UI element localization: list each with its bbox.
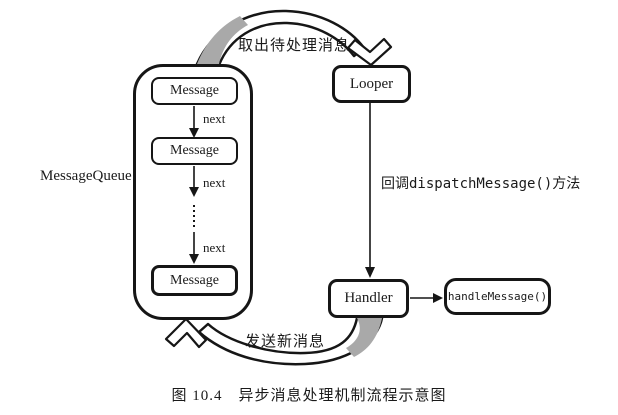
top-arc-label: 取出待处理消息 bbox=[238, 38, 351, 54]
next-label-1: next bbox=[203, 111, 226, 126]
next-label-3: next bbox=[203, 240, 226, 255]
top-arc-shade bbox=[197, 16, 248, 64]
next-arrow-2 bbox=[189, 166, 199, 197]
figure-caption: 图 10.4 异步消息处理机制流程示意图 bbox=[171, 388, 447, 404]
handle-message-arrow bbox=[410, 293, 443, 303]
looper-box: Looper bbox=[332, 65, 411, 103]
top-arc-arrow bbox=[195, 9, 393, 67]
bottom-arc-arrowhead bbox=[164, 317, 208, 349]
bottom-arc-shade bbox=[346, 318, 382, 357]
next-arrow-3 bbox=[189, 232, 199, 264]
dispatch-label: 回调dispatchMessage()方法 bbox=[381, 176, 581, 192]
message-box-1: Message bbox=[151, 77, 238, 105]
message-box-2: Message bbox=[151, 137, 238, 165]
handle-message-box: handleMessage() bbox=[444, 278, 551, 315]
message-queue-label: MessageQueue bbox=[40, 168, 132, 184]
dispatch-arrow bbox=[365, 103, 375, 278]
bottom-arc-label: 发送新消息 bbox=[245, 334, 326, 350]
bottom-arc-arrow bbox=[164, 316, 384, 366]
message-queue-container bbox=[133, 64, 253, 320]
message-box-3: Message bbox=[151, 265, 238, 296]
handler-box: Handler bbox=[328, 279, 409, 318]
next-arrow-1 bbox=[189, 106, 199, 138]
top-arc-arrowhead bbox=[346, 37, 393, 67]
next-label-2: next bbox=[203, 175, 226, 190]
